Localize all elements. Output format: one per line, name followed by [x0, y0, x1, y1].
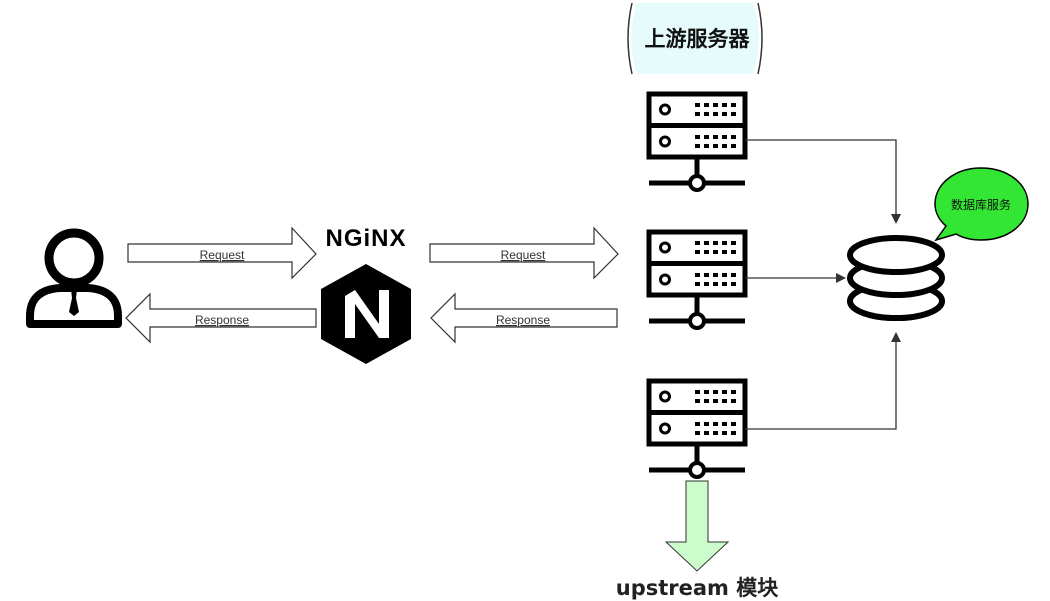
server-db-connectors — [745, 139, 901, 430]
upstream-module-arrow — [664, 480, 730, 572]
upstream-response-label: Response — [496, 313, 550, 327]
nginx-logo-icon — [321, 264, 411, 364]
nginx-to-client-arrow: Response — [125, 292, 317, 344]
server-icon — [649, 232, 745, 328]
upstream-servers-title: 上游服务器 — [645, 27, 751, 51]
upstream-module-label: upstream 模块 — [616, 576, 779, 600]
upstream-request-label: Request — [501, 248, 546, 262]
nginx-wordmark: NGiNX — [325, 225, 406, 252]
database-bubble-label: 数据库服务 — [951, 197, 1011, 212]
server-icon — [649, 381, 745, 477]
client-to-nginx-arrow: Request — [127, 226, 317, 280]
upstream-servers-header: 上游服务器 — [627, 2, 763, 75]
client-request-label: Request — [200, 248, 245, 262]
upstream-to-nginx-arrow: Response — [430, 292, 618, 344]
database-bubble: 数据库服务 — [934, 167, 1029, 242]
client-response-label: Response — [195, 313, 249, 327]
nginx-node: NGiNX — [321, 225, 411, 364]
user-icon — [26, 228, 122, 328]
server-icon — [649, 94, 745, 190]
database-icon — [847, 235, 945, 321]
nginx-to-upstream-arrow: Request — [429, 226, 619, 280]
